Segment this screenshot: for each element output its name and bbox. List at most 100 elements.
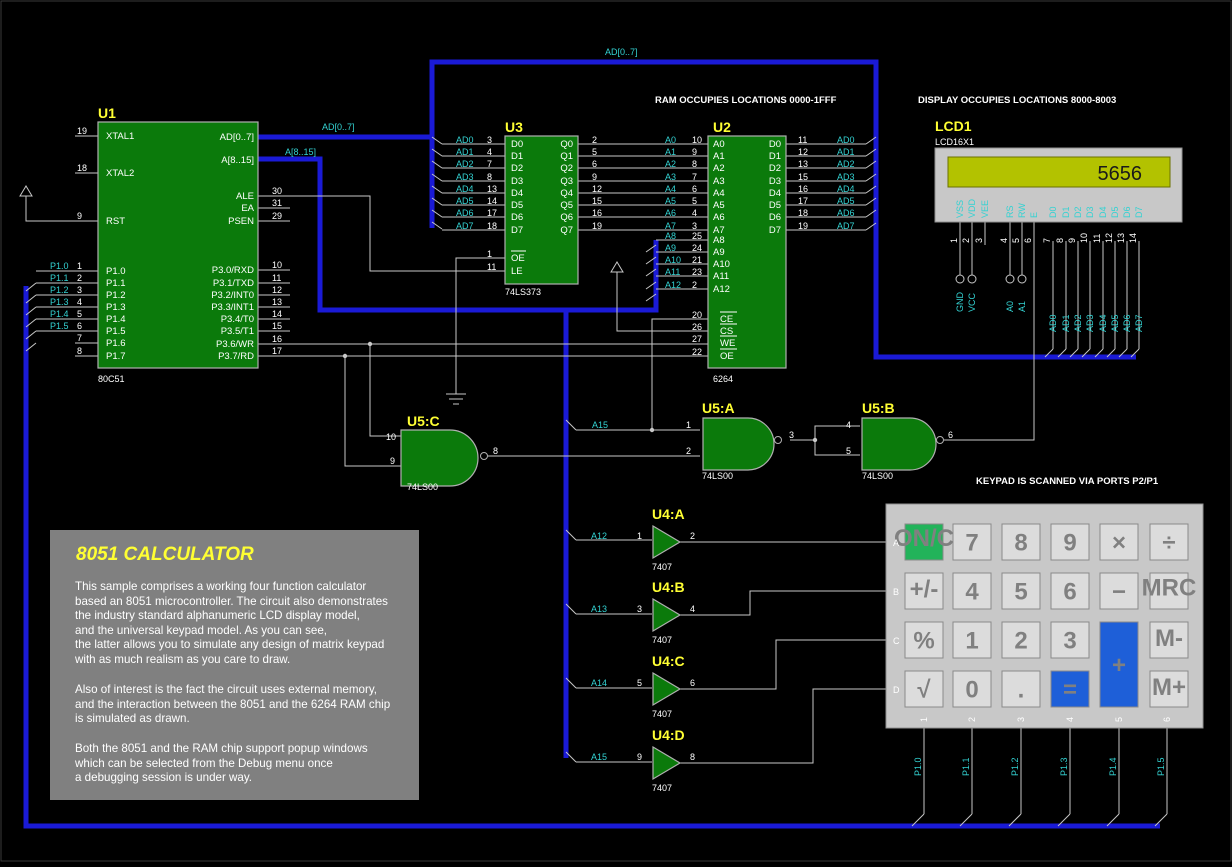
info-paragraph-1: This sample comprises a working four fun… (75, 580, 388, 666)
u2-net-label: AD7 (837, 221, 855, 231)
u2-pin-number: 16 (798, 184, 808, 194)
buffer-pin-out: 8 (690, 752, 695, 762)
decimal-key-label: . (1018, 677, 1025, 704)
key-7[interactable] (952, 523, 992, 561)
sign-key[interactable] (904, 572, 944, 610)
on-clear-key[interactable] (904, 523, 944, 561)
key-0[interactable] (952, 670, 992, 708)
buffer-ref: U4:B (652, 579, 685, 595)
key-7-label: 7 (965, 530, 978, 557)
u1-pin-name: EA (241, 203, 254, 214)
u1-pin-number: 30 (272, 186, 282, 196)
u2-pin-name: D1 (769, 151, 781, 162)
u2-pin-name: A4 (713, 188, 725, 199)
u3-pin-name: Q5 (560, 200, 573, 211)
key-2[interactable] (1001, 621, 1041, 659)
divide-key[interactable] (1149, 523, 1189, 561)
key-6[interactable] (1050, 572, 1090, 610)
gate-u5b[interactable] (861, 417, 944, 471)
u1-pin-number: 12 (272, 285, 282, 295)
buffer-part: 7407 (652, 562, 672, 572)
u2-net-label: AD6 (837, 208, 855, 218)
u2-ram[interactable] (707, 135, 787, 369)
buffer-part: 7407 (652, 709, 672, 719)
u3-net-label: AD2 (456, 159, 474, 169)
gate-u5a[interactable] (702, 417, 782, 471)
u1-pin-number: 8 (77, 346, 82, 356)
u3-pin-number: 13 (487, 184, 497, 194)
u3-pin-number: 3 (487, 135, 492, 145)
u2-pin-name: D0 (769, 139, 781, 150)
u1-pin-name: ALE (236, 191, 254, 202)
u3-ref: U3 (505, 119, 523, 135)
u1-pin-name: AD[0..7] (220, 132, 254, 143)
keypad-col-net: P1.3 (1059, 757, 1069, 776)
u2-pins: A010A0A19A1A28A2A37A3A46A4A55A5A64A6A73A… (665, 135, 855, 362)
u3-pin-name: D6 (511, 212, 523, 223)
u2-net-label: AD0 (837, 135, 855, 145)
equals-key[interactable] (1050, 670, 1090, 708)
u1-pin-number: 9 (77, 211, 82, 221)
plus-key[interactable] (1099, 621, 1139, 708)
buffer-u4-b[interactable] (652, 597, 682, 633)
minus-key[interactable] (1099, 572, 1139, 610)
u2-pin-number: 4 (692, 208, 697, 218)
u2-net-label: A3 (665, 172, 676, 182)
buffer-u4-d[interactable] (652, 745, 682, 781)
gate-u5c[interactable] (400, 429, 488, 487)
u2-pin-number: 20 (692, 310, 702, 320)
buffer-u4-a[interactable] (652, 524, 682, 560)
u2-pin-name: D7 (769, 225, 781, 236)
key-6-label: 6 (1063, 579, 1076, 606)
lcd-net-label: AD7 (1134, 314, 1144, 332)
lcd-net-label: AD0 (1048, 314, 1058, 332)
u5c-pin1: 10 (386, 432, 396, 442)
u2-net-label: A7 (665, 221, 676, 231)
multiply-key[interactable] (1099, 523, 1139, 561)
u1-pin-number: 2 (77, 273, 82, 283)
u2-net-label: A8 (665, 231, 676, 241)
buffer-u4-c[interactable] (652, 671, 682, 707)
key-8[interactable] (1001, 523, 1041, 561)
u2-net-label: A2 (665, 159, 676, 169)
u1-pin-name: P1.7 (106, 351, 126, 362)
key-3[interactable] (1050, 621, 1090, 659)
key-1[interactable] (952, 621, 992, 659)
memory-plus-key-label: M+ (1152, 674, 1186, 701)
memory-plus-key[interactable] (1149, 670, 1189, 708)
lcd-terminal-label: A0 (1005, 301, 1015, 312)
u3-latch[interactable] (504, 135, 579, 285)
key-3-label: 3 (1063, 628, 1076, 655)
memory-minus-key[interactable] (1149, 621, 1189, 659)
u2-pin-name: A7 (713, 225, 725, 236)
keypad-col-label: 2 (967, 717, 977, 722)
u1-microcontroller[interactable] (97, 121, 259, 369)
key-4[interactable] (952, 572, 992, 610)
sqrt-key[interactable] (904, 670, 944, 708)
percent-key[interactable] (904, 621, 944, 659)
u1-pin-number: 7 (77, 333, 82, 343)
buffer-ref: U4:C (652, 653, 685, 669)
decimal-key[interactable] (1001, 670, 1041, 708)
bus-label-top: AD[0..7] (605, 47, 638, 57)
u3-net-label: AD3 (456, 172, 474, 182)
key-5[interactable] (1001, 572, 1041, 610)
note-keypad: KEYPAD IS SCANNED VIA PORTS P2/P1 (976, 476, 1159, 487)
u1-pin-number: 4 (77, 297, 82, 307)
u3-pin-number: 12 (592, 184, 602, 194)
key-9[interactable] (1050, 523, 1090, 561)
buffer-pin-in: 5 (637, 678, 642, 688)
u2-part: 6264 (713, 374, 733, 384)
lcd-ref: LCD1 (935, 118, 972, 134)
u3-pin-number: 15 (592, 196, 602, 206)
note-ram: RAM OCCUPIES LOCATIONS 0000-1FFF (655, 95, 837, 106)
p1-net-labels: P1.0P1.1P1.2P1.3P1.4P1.5 (50, 261, 69, 331)
u5c-part: 74LS00 (407, 482, 438, 492)
u1-pin-number: 11 (272, 273, 281, 283)
lcd-pin-number: 2 (961, 238, 971, 243)
memory-recall-key[interactable] (1149, 572, 1189, 610)
junction-dots (342, 341, 818, 443)
u3-pin-name: OE (511, 253, 525, 264)
u5a-pin2: 2 (686, 446, 691, 456)
